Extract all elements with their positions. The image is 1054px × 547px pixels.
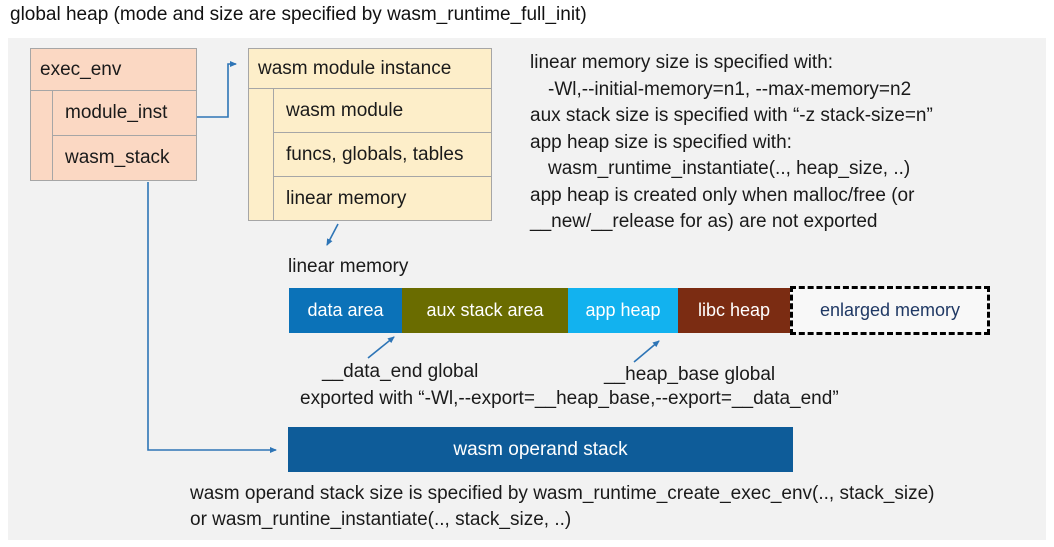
wasm-operand-stack-bar: wasm operand stack bbox=[288, 427, 793, 472]
note-line: __new/__release for as) are not exported bbox=[530, 211, 878, 232]
note-line: -Wl,--initial-memory=n1, --max-memory=n2 bbox=[548, 78, 912, 100]
exec-env-body: module_inst wasm_stack bbox=[31, 91, 196, 180]
segment-app-heap: app heap bbox=[568, 288, 678, 333]
note-line: app heap size is specified with: bbox=[530, 131, 792, 153]
heap-base-global-label: __heap_base global bbox=[604, 364, 776, 385]
linear-memory-bar: data area aux stack area app heap libc h… bbox=[289, 288, 790, 333]
segment-data-area: data area bbox=[289, 288, 402, 333]
exec-env-row-module-inst: module_inst bbox=[53, 91, 196, 136]
operand-stack-size-note: wasm operand stack size is specified by … bbox=[190, 481, 935, 533]
note-line: wasm operand stack size is specified by … bbox=[190, 483, 935, 504]
exec-env-row-wasm-stack: wasm_stack bbox=[65, 147, 170, 168]
segment-enlarged-memory: enlarged memory bbox=[790, 286, 990, 335]
note-line: wasm_runtime_instantiate(.., heap_size, … bbox=[548, 158, 911, 179]
wasm-module-instance-body: wasm module funcs, globals, tables linea… bbox=[249, 89, 491, 220]
linear-memory-label: linear memory bbox=[288, 256, 409, 277]
note-line: linear memory size is specified with: bbox=[530, 52, 834, 73]
data-end-global-label: __data_end global bbox=[322, 361, 479, 382]
segment-aux-stack-area: aux stack area bbox=[402, 288, 568, 333]
instance-row-linear-memory: linear memory bbox=[286, 187, 407, 209]
note-line: or wasm_runtine_instantiate(.., stack_si… bbox=[190, 509, 572, 530]
export-note: exported with “-Wl,--export=__heap_base,… bbox=[300, 388, 839, 409]
exec-env-gutter bbox=[31, 91, 53, 180]
note-line: app heap is created only when malloc/fre… bbox=[530, 184, 915, 206]
note-line: aux stack size is specified with “-z sta… bbox=[530, 105, 933, 126]
segment-libc-heap: libc heap bbox=[678, 288, 790, 333]
memory-size-notes: linear memory size is specified with: -W… bbox=[530, 50, 933, 236]
exec-env-box: exec_env module_inst wasm_stack bbox=[30, 48, 197, 181]
page-title: global heap (mode and size are specified… bbox=[10, 4, 587, 25]
instance-row-wasm-module: wasm module bbox=[274, 89, 491, 133]
wasm-module-instance-box: wasm module instance wasm module funcs, … bbox=[248, 48, 492, 221]
wasm-module-instance-title: wasm module instance bbox=[249, 49, 491, 89]
instance-row-funcs-globals-tables: funcs, globals, tables bbox=[274, 133, 491, 177]
wasm-module-instance-gutter bbox=[249, 89, 274, 220]
exec-env-title: exec_env bbox=[31, 49, 196, 91]
